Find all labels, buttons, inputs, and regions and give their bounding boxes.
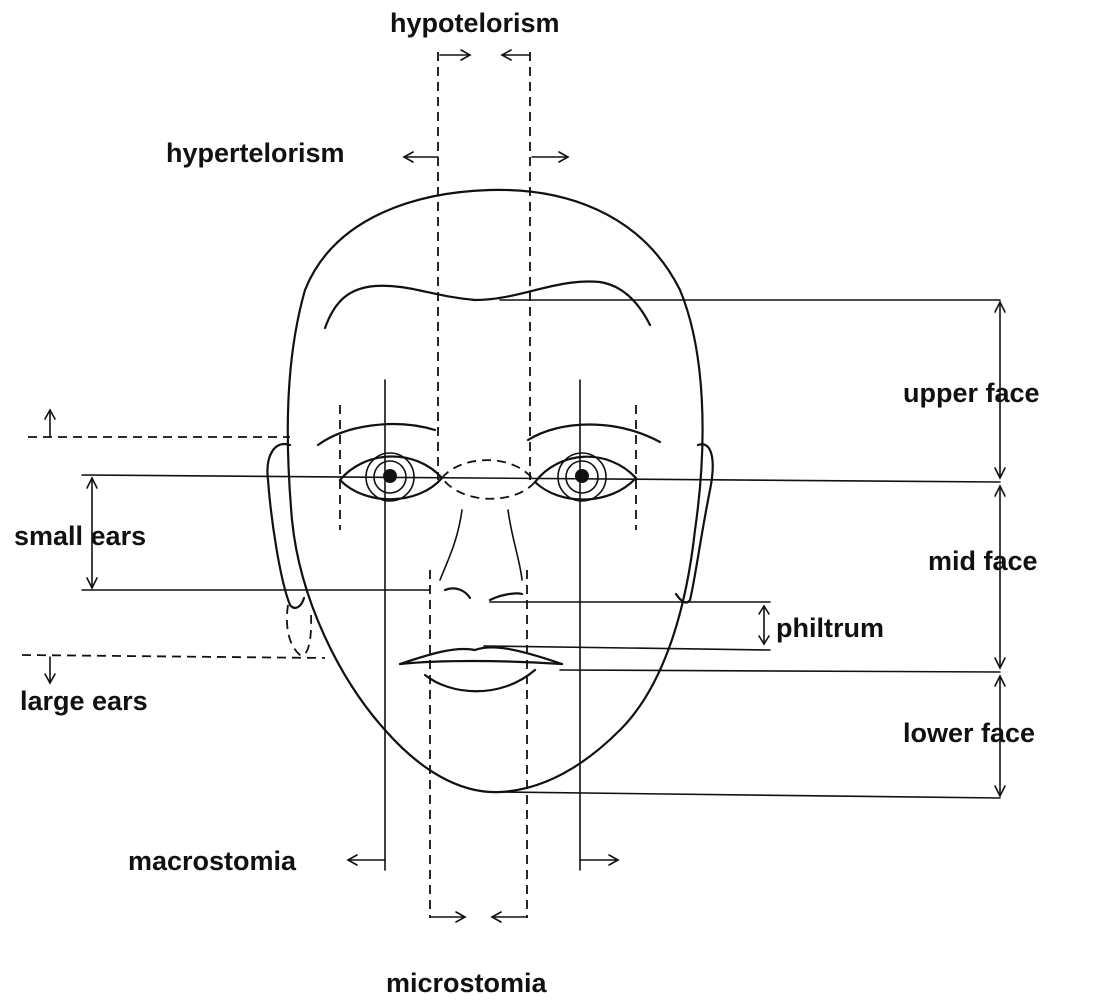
mouth-reference <box>560 670 1000 672</box>
hairline <box>325 282 650 328</box>
left-nostril <box>445 588 470 598</box>
label-microstomia: microstomia <box>386 968 548 998</box>
label-hypotelorism: hypotelorism <box>390 8 560 38</box>
nose-left-side <box>440 510 462 580</box>
lower-lip <box>425 670 535 691</box>
label-macrostomia: macrostomia <box>128 846 297 876</box>
right-eyebrow <box>528 425 660 443</box>
label-upper-face: upper face <box>903 378 1040 408</box>
head-outline <box>288 190 703 792</box>
label-mid-face: mid face <box>928 546 1038 576</box>
nasal-bridge-dashed <box>442 460 535 499</box>
lip-line <box>400 661 562 664</box>
right-pupil <box>575 469 589 483</box>
label-hypertelorism: hypertelorism <box>166 138 345 168</box>
ear-bottom-dashed <box>22 655 325 658</box>
label-small-ears: small ears <box>14 521 146 551</box>
nose-right-side <box>508 510 522 580</box>
left-ear-large-outline <box>287 605 311 655</box>
label-philtrum: philtrum <box>776 613 884 643</box>
chin-reference <box>500 792 1000 798</box>
label-large-ears: large ears <box>20 686 148 716</box>
right-nostril <box>490 593 522 600</box>
left-eyebrow <box>318 424 435 445</box>
left-ear <box>267 444 304 608</box>
right-ear <box>676 444 713 602</box>
label-lower-face: lower face <box>903 718 1035 748</box>
